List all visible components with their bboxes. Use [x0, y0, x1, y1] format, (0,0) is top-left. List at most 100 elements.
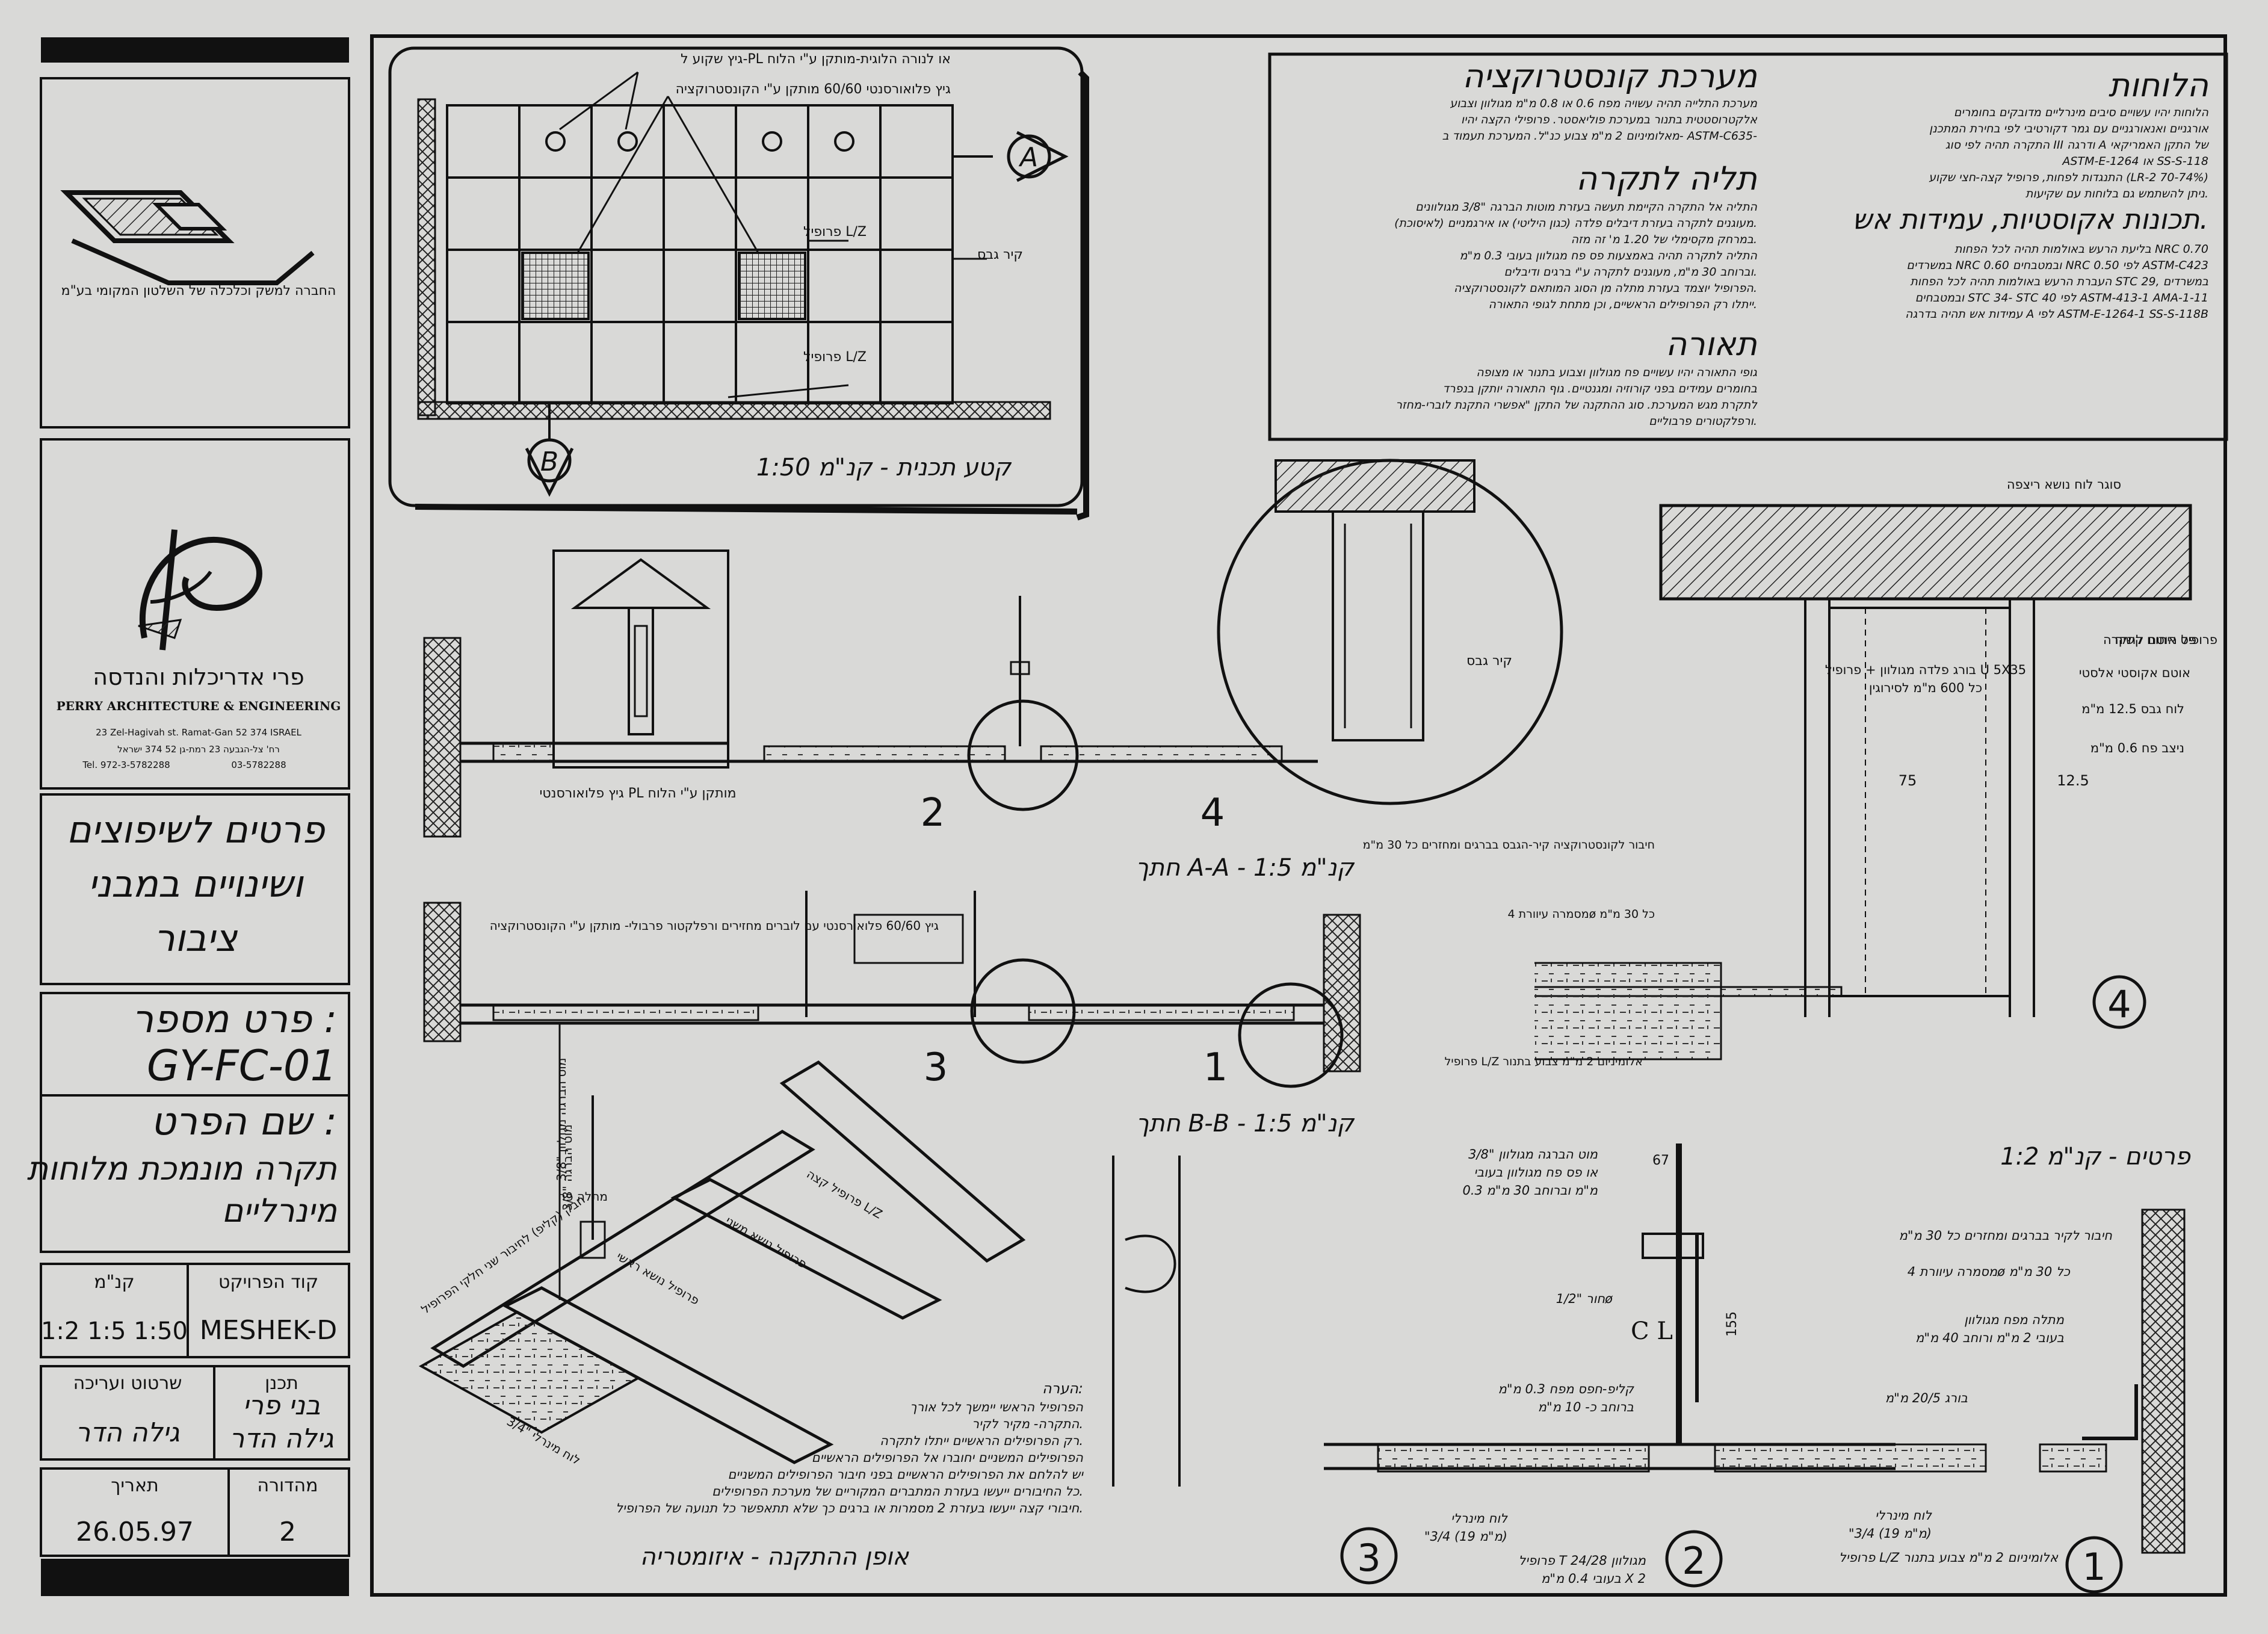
- details-panel-note: לוח מינרלי: [1875, 1508, 1932, 1523]
- plan-note-profile-1: פרופיל L/Z: [803, 224, 867, 240]
- details-wall-fix: חיבור לקיר בברגים ומחזרים כל 30 מ"מ: [1899, 1228, 2113, 1243]
- details-hole: חור "1/2ø: [1556, 1292, 1613, 1306]
- section-aa-label-2: 2: [921, 791, 945, 835]
- spec-left-heading-2: תליה לתקרה: [1576, 159, 1757, 197]
- architect-logo: [138, 529, 262, 651]
- iso-note-line: הפרופילים המשניים יחוברו אל הפרופילים הר…: [812, 1450, 1083, 1465]
- date-label: תאריך: [111, 1475, 159, 1496]
- details-clip-note: קליפ-חפס מפח 0.3 מ"מ: [1498, 1382, 1635, 1396]
- section-aa-label-4: 4: [1200, 791, 1225, 835]
- isometric-title: אופן ההתקנה - איזומטריה: [640, 1543, 910, 1571]
- spec-right-heading-1: הלוחות: [2109, 66, 2208, 104]
- drafter-name-2: גילה הדר: [229, 1423, 333, 1454]
- section-b-b: 3 1 גיץ 60/60 פלואורסנטי עם לוברים מחזיר…: [423, 891, 1361, 1300]
- marker-b-label: B: [540, 447, 558, 477]
- iso-note-line: חיבורי קצה ייעשו בעזרת 2 מסמרות או ברגים…: [616, 1501, 1083, 1515]
- light-fixture-2: [738, 252, 806, 320]
- spec-left-p2-line: במרחק מקסימלי של 1.20 מ' זה מזה.: [1571, 233, 1757, 246]
- spec-left-p2-line: התליה אל התקרה הקיימת תעשה בעזרת מוטות ה…: [1415, 200, 1757, 214]
- company-caption: החברה למשק וכלכלה של השלטון המקומי בע"מ: [61, 283, 336, 299]
- iso-note-line: יש להלחם את הפרופילים הראשיים בפני חיבור…: [728, 1467, 1084, 1482]
- details-panel-note: "3/4 (19 מ"מ): [1424, 1529, 1507, 1544]
- details-rod-note: או פס פח מגולוון בעובי: [1474, 1165, 1598, 1180]
- scales-label: קנ"מ: [94, 1272, 134, 1293]
- spec-left-p1-line: מערכת התלייה תהיה עשויה מפח 0.6 או 0.8 מ…: [1450, 97, 1758, 110]
- specifications-box: הלוחות הלוחות יהיו עשויים סיבים מינרליים…: [1268, 52, 2228, 441]
- iso-note-line: הפרופיל הראשי יימשך לכל אורך: [910, 1400, 1083, 1414]
- spec-right-p2-line: עמידות אש תהיה בדרגה A לפי ASTM-E-1264-1…: [1905, 308, 2208, 321]
- detail-4-dim-75: 75: [1899, 772, 1917, 789]
- isometric-view: מתלה פח חבק (קליפ) לחיבור שני חלקי הפרופ…: [418, 1060, 1084, 1571]
- detail-4-note: כל 600 מ"מ לסירוגין: [1869, 681, 1982, 695]
- spec-left-heading-1: מערכת קונסטרוקציה: [1462, 57, 1758, 95]
- detail-2-number: 2: [1682, 1539, 1705, 1583]
- architect-address-en: 23 Zel-Hagivah st. Ramat-Gan 52 374 ISRA…: [96, 727, 301, 738]
- section-bb-note: גיץ 60/60 פלואורסנטי עם לוברים מחזירים ו…: [490, 918, 939, 933]
- details-title: פרטים - קנ"מ 1:2: [2000, 1143, 2191, 1171]
- marker-a-label: A: [1018, 142, 1038, 173]
- plan-note-panel: גיץ פלואורסנטי 60/60 מותקן ע"י הקונסטרוק…: [676, 82, 951, 97]
- details-dim-155: 155: [1725, 1311, 1740, 1337]
- section-aa-pl-note: גיץ פלואורסנטי PL מותקן ע"י הלוח: [539, 786, 736, 801]
- detail-3-number: 3: [1357, 1536, 1380, 1580]
- spec-left-heading-3: תאורה: [1666, 325, 1757, 363]
- architect-fax: 03-5782288: [231, 760, 286, 770]
- details-screw: בורג 20/5 מ"מ: [1885, 1391, 1968, 1405]
- scales-value: 1:2 1:5 1:50: [41, 1317, 188, 1345]
- details-1-2: פרטים - קנ"מ 1:2 1 2 3 מוט הברגה מגולוון…: [1112, 1143, 2191, 1594]
- detail-4-wall-note: קיר גבס: [1466, 654, 1512, 669]
- detail-name-label: שם הפרט :: [151, 1100, 337, 1144]
- revision-label: מהדורה: [257, 1475, 318, 1496]
- section-bb-label-3: 3: [924, 1045, 948, 1090]
- section-bb-title: חתך B-B - קנ"מ 1:5: [1136, 1110, 1355, 1137]
- detail-number: GY-FC-01: [147, 1041, 337, 1091]
- architect-address-he: רח' צל-הגבעה 23 רמת-גן 52 374 ישראל: [117, 744, 280, 755]
- spec-left-p2-line: התליה לתקרה תהיה באמצעות פס פח מגולוון ב…: [1460, 249, 1758, 262]
- iso-note-line: התקרה- מקיר לקיר.: [972, 1417, 1083, 1431]
- detail-4-note: בורג פלדה מגולוון + פרופיל U 5X35: [1825, 663, 2026, 677]
- spec-left-p2-line: וברוחב 30 מ"מ, מעוגנים לתקרה ע"י ברגים ו…: [1504, 265, 1757, 279]
- project-name-line-1: פרטים לשיפוצים: [66, 808, 326, 852]
- project-code: MESHEK-D: [200, 1315, 338, 1346]
- details-clip-note: ברוחב כ- 10 מ"מ: [1538, 1400, 1634, 1414]
- company-logo: [60, 190, 315, 285]
- detail-4-number: 4: [2107, 982, 2131, 1026]
- iso-label-rod: מוט הברגה "3/8: [560, 1124, 575, 1210]
- details-tee-note: פרופיל T 24/28 מגולוון: [1518, 1553, 1646, 1568]
- spec-right-heading-2: תכונות אקוסטיות, עמידות אש.: [1852, 203, 2208, 235]
- project-name-line-3: ציבור: [154, 916, 238, 960]
- spec-right-p1-line: ניתן להשתמש גם בלוחות עם שקיעות.: [2025, 187, 2208, 200]
- spec-left-p3-line: ורפלקטורים פרבוליים.: [1649, 415, 1757, 428]
- details-panel-note: לוח מינרלי: [1451, 1511, 1508, 1526]
- section-bb-label-1: 1: [1204, 1045, 1228, 1090]
- plan-title: קטע תכנית - קנ"מ 1:50: [756, 454, 1012, 481]
- details-rod-note: 0.3 מ"מ וברוחב 30 מ"מ: [1462, 1183, 1598, 1198]
- spec-right-p1-line: התקרה תהיה לפי סוג III ודרגה A של התקן ה…: [1945, 138, 2210, 152]
- title-block-top-bar: [41, 37, 349, 63]
- detail-number-label: פרט מספר :: [132, 997, 337, 1042]
- iso-note-line: רק הפרופילים הראשיים ייתלו לתקרה.: [880, 1434, 1083, 1448]
- iso-label-hanger: מתלה פח: [558, 1189, 608, 1204]
- details-dim-67: 67: [1652, 1153, 1669, 1168]
- spec-right-p2-line: העברת הרעש באולמות תהיה לכל הפחות STC 29…: [1910, 275, 2208, 288]
- date-value: 26.05.97: [76, 1517, 194, 1547]
- iso-notes-title: הערה:: [1042, 1380, 1083, 1397]
- spec-left-p1-line: אלקטרוסטטית בתנור במערכת פוליאסטר. פרופי…: [1461, 113, 1757, 126]
- detail-4-note: חיבור לקונסטרוקציה קיר-הגבס בברגים ומחזר…: [1363, 838, 1655, 852]
- details-panel-note: "3/4 (19 מ"מ): [1849, 1526, 1932, 1541]
- detail-4-note: מסמרה עיוורת 4ø כל 30 מ"מ: [1507, 908, 1655, 921]
- detail-4-note: אוטם אקוסטי אלסטי: [2079, 666, 2190, 680]
- detail-4-note: פרופיל L/Z אלומיניום 2 מ"מ צבוע בתנור: [1445, 1055, 1643, 1068]
- spec-left-p1-line: מאלומיניום 2 מ"מ צבוע כנ"ל. המערכת תעמוד…: [1442, 129, 1757, 143]
- detail-4-note: ניצב פח 0.6 מ"מ: [2090, 741, 2184, 755]
- iso-label-secondary-profile: פרופיל נושא משני: [723, 1213, 809, 1272]
- designer-label: תכנן: [265, 1373, 298, 1394]
- spec-left-p2-line: הפרופיל יוצמד בעזרת מתלה מן הסוג המותאם …: [1454, 282, 1757, 295]
- spec-left-p3-line: בחומרים עמידים בפני קורוזיה ומגנטיים. גו…: [1443, 382, 1757, 395]
- detail-4-large: 4 סוגר לוח נושא ריצפה פרופיל ריתום לתקרה…: [1363, 477, 2217, 1068]
- details-hanger-note: בעובי 2 מ"מ ורוחב 40 מ"מ: [1915, 1331, 2064, 1345]
- architect-name-he: פרי אדריכלות והנדסה: [93, 664, 304, 690]
- plan-note-profile-2: פרופיל L/Z: [803, 350, 867, 365]
- details-rod-note: מוט הברגה מגולוון "3/8: [1468, 1147, 1598, 1162]
- spec-left-p2-line: מעוגנים לתקרה בעזרת דיבלים פלדה (כגון הי…: [1394, 217, 1757, 230]
